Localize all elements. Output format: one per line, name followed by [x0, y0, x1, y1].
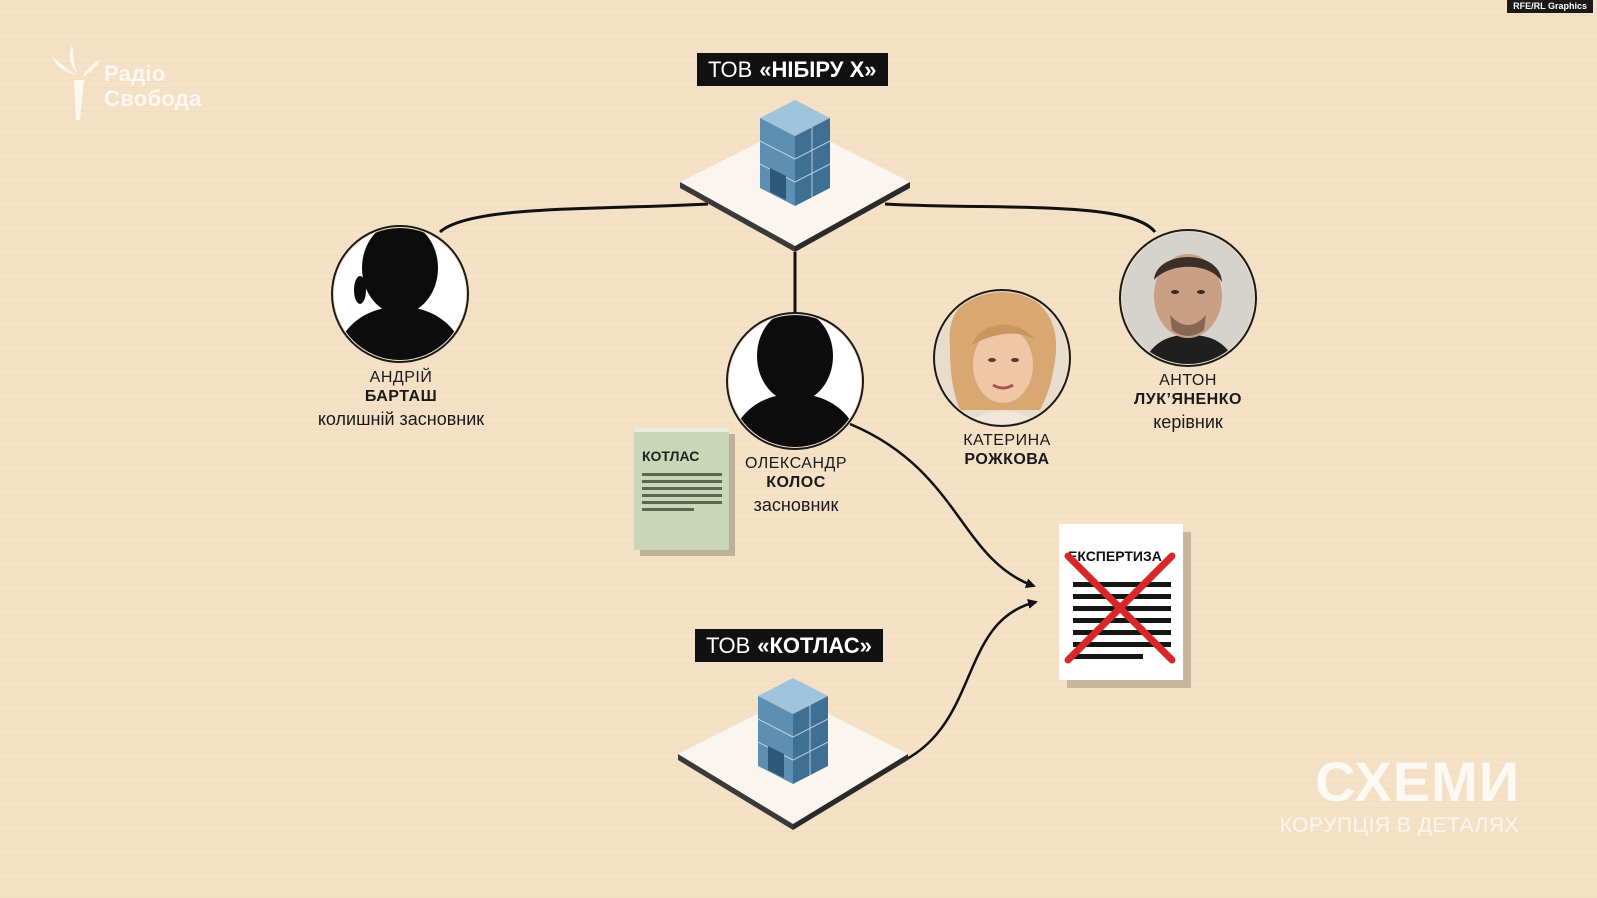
line-nibiru-bartash — [438, 202, 709, 234]
graphics-credit: RFE/RL Graphics — [1507, 0, 1593, 13]
last-name: ЛУК’ЯНЕНКО — [1134, 391, 1242, 408]
role: керівник — [1153, 412, 1223, 432]
expertise-document: ЕКСПЕРТИЗА — [1059, 524, 1183, 680]
first-name: АНДРІЙ — [369, 369, 433, 386]
role: колишній засновник — [317, 409, 485, 429]
first-name: ОЛЕКСАНДР — [744, 455, 847, 472]
connector-lines — [438, 202, 1157, 762]
company-prefix: ТОВ — [708, 57, 753, 82]
company-name: «НІБІРУ Х» — [759, 57, 877, 82]
schemes-logo-title: СХЕМИ — [1315, 750, 1520, 813]
person-label-rozhkova: КАТЕРИНА РОЖКОВА — [887, 432, 1127, 469]
arrow-kotlas-expertise — [904, 598, 1038, 762]
last-name: РОЖКОВА — [964, 451, 1050, 468]
company-label-nibiru: ТОВ«НІБІРУ Х» — [697, 53, 888, 86]
expertise-document-title: ЕКСПЕРТИЗА — [1068, 548, 1162, 564]
person-label-kolos: ОЛЕКСАНДР КОЛОС засновник — [676, 455, 916, 518]
bartash-avatar — [331, 225, 469, 363]
kotlas-document: КОТЛАС — [634, 428, 729, 550]
last-name: БАРТАШ — [364, 388, 438, 405]
role: засновник — [753, 495, 839, 515]
schemes-logo-subtitle: КОРУПЦІЯ В ДЕТАЛЯХ — [1279, 814, 1519, 837]
last-name: КОЛОС — [766, 474, 826, 491]
first-name: КАТЕРИНА — [963, 432, 1051, 449]
person-label-lukianenko: АНТОН ЛУК’ЯНЕНКО керівник — [1068, 372, 1308, 435]
company-name: «КОТЛАС» — [757, 633, 872, 658]
person-label-bartash: АНДРІЙ БАРТАШ колишній засновник — [281, 369, 521, 432]
radio-svoboda-logo-icon — [52, 44, 100, 120]
kotlas-document-title: КОТЛАС — [642, 448, 700, 464]
rozhkova-avatar — [933, 289, 1071, 427]
company-label-kotlas: ТОВ«КОТЛАС» — [695, 629, 883, 662]
lukianenko-avatar — [1119, 229, 1257, 367]
kotlas-building-icon — [678, 678, 908, 830]
radio-svoboda-logo: Радіо Свобода — [104, 61, 202, 111]
logo-line-2: Свобода — [104, 86, 202, 111]
arrow-kolos-expertise — [849, 422, 1036, 589]
company-prefix: ТОВ — [706, 633, 751, 658]
line-nibiru-lukianenko — [884, 202, 1157, 233]
kolos-avatar — [726, 312, 864, 450]
first-name: АНТОН — [1159, 372, 1217, 389]
nibiru-building-icon — [680, 100, 910, 252]
logo-line-1: Радіо — [104, 61, 166, 86]
